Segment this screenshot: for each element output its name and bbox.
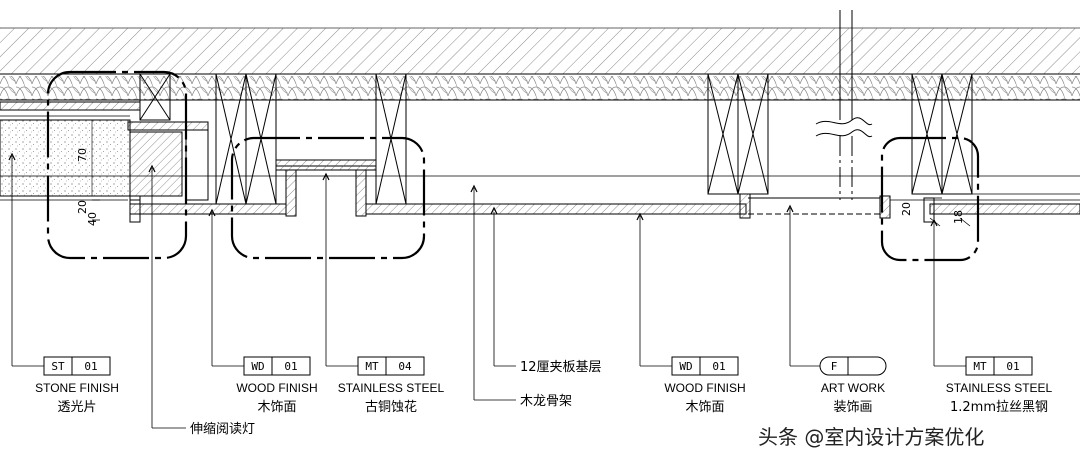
leader-lines bbox=[11, 156, 966, 429]
callout-f-en: ART WORK bbox=[821, 381, 885, 395]
callout-f-code: F bbox=[831, 360, 838, 373]
callout-tags bbox=[43, 356, 1033, 376]
insulation-layer bbox=[0, 76, 1080, 101]
callout-mt04-zh: 古铜蚀花 bbox=[365, 399, 417, 415]
callout-mt04-code: MT bbox=[365, 360, 379, 373]
ceiling-finish-board bbox=[129, 159, 1080, 223]
callout-mt01-en: STAINLESS STEEL bbox=[946, 381, 1053, 395]
callout-wd01-code: WD bbox=[251, 360, 264, 373]
callout-mt01-zh: 1.2mm拉丝黑钢 bbox=[950, 400, 1048, 415]
dimension-70: 70 bbox=[76, 148, 89, 162]
callout-wd01-en: WOOD FINISH bbox=[236, 381, 317, 395]
callout-wd01-zh: 木饰面 bbox=[257, 400, 296, 415]
label-plywood-base: 12厘夹板基层 bbox=[520, 360, 602, 375]
break-line bbox=[815, 10, 873, 200]
reference-lines bbox=[0, 175, 1080, 201]
dimension-20-left: 20 bbox=[76, 200, 89, 214]
label-wood-keel: 木龙骨架 bbox=[520, 394, 572, 409]
dimension-40: 40 bbox=[86, 212, 99, 226]
watermark-text: 头条 @室内设计方案优化 bbox=[758, 425, 984, 449]
label-reading-lamp: 伸缩阅读灯 bbox=[190, 421, 255, 437]
callout-mt01-num: 01 bbox=[1006, 360, 1019, 373]
detail-boundaries bbox=[46, 70, 980, 262]
callout-mt04-en: STAINLESS STEEL bbox=[338, 381, 445, 395]
callout-wd01b-num: 01 bbox=[712, 360, 725, 373]
callout-wd01b-zh: 木饰面 bbox=[685, 400, 724, 415]
leader-arrowheads bbox=[8, 152, 938, 227]
callout-st01-num: 01 bbox=[84, 360, 97, 373]
callout-wd01-num: 01 bbox=[284, 360, 297, 373]
callout-mt04-num: 04 bbox=[398, 360, 412, 373]
dimension-18: 18 bbox=[952, 210, 965, 224]
callout-wd01b-en: WOOD FINISH bbox=[664, 381, 745, 395]
callout-f-zh: 装饰画 bbox=[833, 400, 872, 415]
reading-lamp-housing bbox=[127, 121, 209, 223]
concrete-slab bbox=[0, 27, 1080, 75]
callout-st01-zh: 透光片 bbox=[57, 400, 96, 415]
callout-st01-code: ST bbox=[51, 360, 65, 373]
callout-mt01-code: MT bbox=[973, 360, 987, 373]
callout-wd01b-code: WD bbox=[679, 360, 692, 373]
dimension-20-right: 20 bbox=[900, 202, 913, 216]
callout-st01-en: STONE FINISH bbox=[35, 381, 119, 395]
stone-light-panel bbox=[0, 101, 141, 197]
